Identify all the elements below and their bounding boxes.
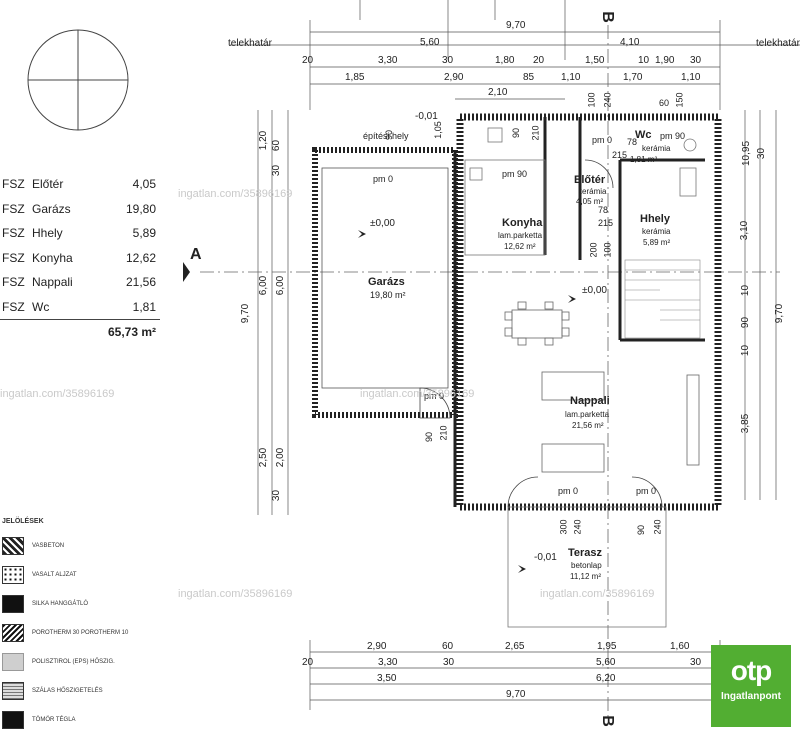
terrace-outline <box>507 506 667 628</box>
legend-swatch <box>2 710 24 729</box>
garage-inner <box>321 167 449 389</box>
stairs <box>624 259 701 339</box>
legend-label: VASBETON <box>32 542 65 549</box>
room-area: 21,56 <box>125 275 156 290</box>
legend-swatch <box>2 652 24 671</box>
otp-logo: otp Ingatlanpont <box>711 645 791 727</box>
sofa <box>541 371 700 473</box>
legend-swatch <box>2 681 24 700</box>
legend-swatch <box>2 594 24 613</box>
logo-sub: Ingatlanpont <box>721 691 781 702</box>
room-level: FSZ <box>2 226 25 241</box>
room-area: 12,62 <box>125 250 156 265</box>
room-level: FSZ <box>2 250 25 265</box>
door-arcs <box>419 159 663 508</box>
legend-label: POLISZTIROL (EPS) HŐSZIG. <box>32 658 115 665</box>
room-row: FSZ Előtér 4,05 <box>0 172 160 197</box>
legend-item: POLISZTIROL (EPS) HŐSZIG. <box>2 647 132 676</box>
legend-swatch <box>2 623 24 642</box>
room-name: Nappali <box>32 275 73 290</box>
room-area: 19,80 <box>125 201 156 216</box>
building-walls <box>312 113 722 511</box>
legend-item: VASBETON <box>2 531 132 560</box>
legend-item: POROTHERM 30 POROTHERM 10 <box>2 618 132 647</box>
room-level: FSZ <box>2 177 25 192</box>
kitchen-counter <box>464 127 546 256</box>
room-area: 1,81 <box>132 299 156 314</box>
legend-label: VASALT ALJZAT <box>32 571 77 578</box>
legend-label: SILKA HANGGÁTLÓ <box>32 600 89 607</box>
legend-item: VASALT ALJZAT <box>2 560 132 589</box>
room-level: FSZ <box>2 201 25 216</box>
room-name: Konyha <box>32 250 73 265</box>
legend-item: TÖMÖR TÉGLA <box>2 705 132 734</box>
legend-item: SILKA HANGGÁTLÓ <box>2 589 132 618</box>
room-name: Hhely <box>32 226 63 241</box>
legend-label: SZÁLAS HŐSZIGETELÉS <box>32 687 103 694</box>
level-markers <box>358 230 576 573</box>
legend-label: POROTHERM 30 POROTHERM 10 <box>32 629 129 636</box>
room-name: Előtér <box>32 177 64 192</box>
section-markers <box>183 262 190 282</box>
legend-swatch <box>2 536 24 555</box>
legend: JELÖLÉSEK VASBETON VASALT ALJZAT SILKA H… <box>2 518 132 734</box>
legend-swatch <box>2 565 24 584</box>
top-dimensions <box>230 0 800 110</box>
room-total: 65,73 m² <box>0 319 160 344</box>
legend-item: SZÁLAS HŐSZIGETELÉS <box>2 676 132 705</box>
side-dimensions <box>257 110 777 515</box>
room-area-table: FSZ Előtér 4,05 FSZ Garázs 19,80 FSZ Hhely 5,8… <box>0 172 160 344</box>
wc-fixtures <box>679 138 697 197</box>
legend-title: JELÖLÉSEK <box>2 518 44 525</box>
room-row: FSZ Wc 1,81 <box>0 295 160 320</box>
north-arrow-icon <box>27 29 129 131</box>
room-row: FSZ Konyha 12,62 <box>0 246 160 271</box>
room-row: FSZ Hhely 5,89 <box>0 221 160 246</box>
bottom-dimensions <box>309 640 721 710</box>
room-level: FSZ <box>2 299 25 314</box>
room-area: 5,89 <box>132 226 156 241</box>
room-area: 4,05 <box>132 177 156 192</box>
logo-mark: otp <box>730 655 773 686</box>
room-name: Wc <box>32 299 50 314</box>
room-row: FSZ Garázs 19,80 <box>0 197 160 222</box>
room-row: FSZ Nappali 21,56 <box>0 270 160 295</box>
dining-table <box>504 301 570 346</box>
room-name: Garázs <box>32 201 71 216</box>
legend-label: TÖMÖR TÉGLA <box>32 716 76 723</box>
room-level: FSZ <box>2 275 25 290</box>
